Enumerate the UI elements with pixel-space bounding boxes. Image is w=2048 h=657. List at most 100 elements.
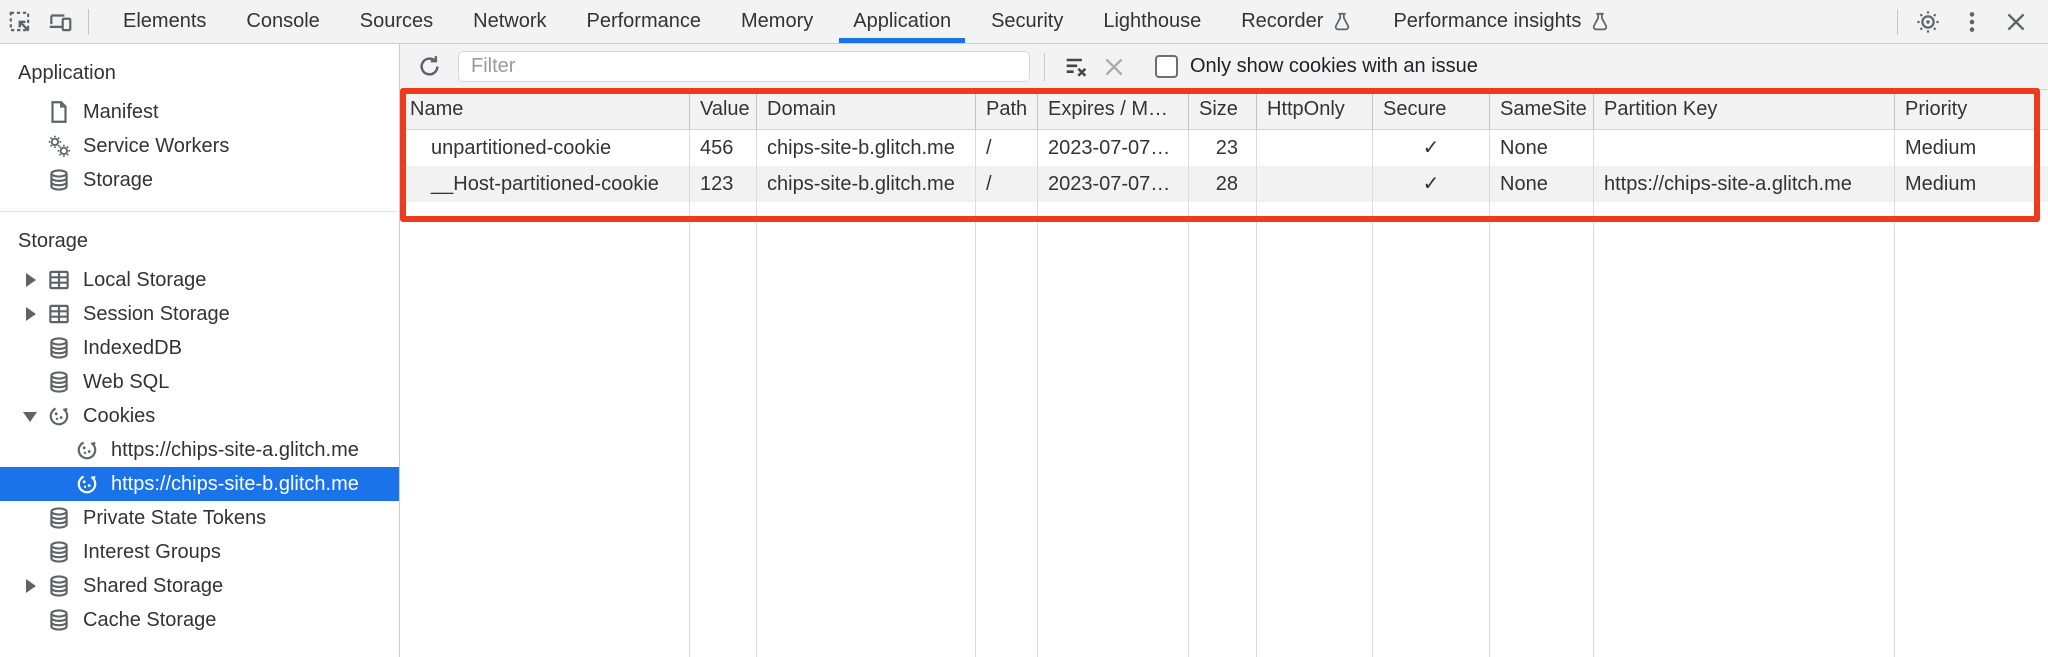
- tab-performance[interactable]: Performance: [567, 0, 722, 43]
- sidebar-item-service-workers[interactable]: Service Workers: [0, 129, 399, 163]
- cookie-row-2-secure[interactable]: ✓: [1373, 166, 1490, 202]
- sidebar-item-private-state-tokens[interactable]: Private State Tokens: [0, 501, 399, 535]
- cookie-row-2-size[interactable]: 28: [1189, 166, 1257, 202]
- database-icon: [46, 607, 72, 633]
- settings-gear-icon[interactable]: [1906, 4, 1950, 40]
- device-toolbar-icon[interactable]: [40, 4, 80, 40]
- table-empty-column: [1257, 202, 1373, 657]
- chevron-right-icon[interactable]: [26, 273, 36, 287]
- sidebar-item-cookies-chips-site-a[interactable]: https://chips-site-a.glitch.me: [0, 433, 399, 467]
- sidebar-item-label: Shared Storage: [83, 574, 224, 597]
- sidebar-item-indexeddb[interactable]: IndexedDB: [0, 331, 399, 365]
- tab-recorder[interactable]: Recorder: [1221, 0, 1373, 43]
- table-empty-column: [1373, 202, 1490, 657]
- tab-label: Performance insights: [1393, 10, 1582, 32]
- cookie-row-1-priority[interactable]: Medium: [1905, 137, 1977, 159]
- tabbar-right-controls: [1889, 4, 2038, 40]
- cookie-row-1-name[interactable]: unpartitioned-cookie: [400, 130, 690, 166]
- table-empty-column: [1490, 202, 1594, 657]
- cookie-table: Name Value Domain Path Expires / M… Size…: [400, 90, 2048, 657]
- column-header-secure[interactable]: Secure: [1373, 90, 1490, 130]
- cookie-row-2-value[interactable]: 123: [690, 166, 757, 202]
- cookie-row-1-secure[interactable]: ✓: [1373, 130, 1490, 166]
- column-header-domain[interactable]: Domain: [757, 90, 976, 130]
- table-empty-column: [400, 202, 690, 657]
- tab-network[interactable]: Network: [453, 0, 566, 43]
- cookie-row-2-priority[interactable]: Medium: [1895, 166, 2048, 202]
- database-icon: [46, 369, 72, 395]
- cookie-row-1-httponly[interactable]: [1257, 130, 1373, 166]
- column-header-value[interactable]: Value: [690, 90, 757, 130]
- chevron-right-icon[interactable]: [26, 307, 36, 321]
- chevron-down-icon[interactable]: [23, 412, 37, 422]
- cookie-row-2-expires[interactable]: 2023-07-07…: [1038, 166, 1189, 202]
- application-sidebar: Application Manifest Service Workers: [0, 44, 400, 657]
- tab-performance-insights[interactable]: Performance insights: [1373, 0, 1631, 43]
- column-header-expires[interactable]: Expires / M…: [1038, 90, 1189, 130]
- issues-only-label: Only show cookies with an issue: [1190, 55, 1478, 77]
- reload-icon[interactable]: [410, 48, 448, 86]
- sidebar-item-cache-storage[interactable]: Cache Storage: [0, 603, 399, 637]
- sidebar-item-cookies[interactable]: Cookies: [0, 399, 399, 433]
- table-empty-column: [757, 202, 976, 657]
- cookie-row-1-samesite[interactable]: None: [1490, 130, 1594, 166]
- tab-application[interactable]: Application: [833, 0, 971, 43]
- column-header-size[interactable]: Size: [1189, 90, 1257, 130]
- cookie-row-2-path[interactable]: /: [976, 166, 1038, 202]
- sidebar-item-label: Private State Tokens: [83, 506, 267, 529]
- column-header-partition-key[interactable]: Partition Key: [1594, 90, 1895, 130]
- tab-label: Elements: [123, 10, 207, 32]
- sidebar-item-manifest[interactable]: Manifest: [0, 95, 399, 129]
- sidebar-item-label: Cache Storage: [83, 608, 217, 631]
- cookie-row-2-partition-key[interactable]: https://chips-site-a.glitch.me: [1594, 166, 1895, 202]
- cookie-row-2-name[interactable]: __Host-partitioned-cookie: [400, 166, 690, 202]
- database-icon: [46, 539, 72, 565]
- cookie-row-1-path[interactable]: /: [976, 130, 1038, 166]
- more-options-icon[interactable]: [1950, 4, 1994, 40]
- filter-input[interactable]: [458, 51, 1030, 82]
- column-header-httponly[interactable]: HttpOnly: [1257, 90, 1373, 130]
- clear-filter-icon[interactable]: [1057, 48, 1095, 86]
- cookie-row-2-samesite[interactable]: None: [1490, 166, 1594, 202]
- tab-lighthouse[interactable]: Lighthouse: [1083, 0, 1221, 43]
- cookie-row-2-httponly[interactable]: [1257, 166, 1373, 202]
- sidebar-item-shared-storage[interactable]: Shared Storage: [0, 569, 399, 603]
- sidebar-item-cookies-chips-site-b[interactable]: https://chips-site-b.glitch.me: [0, 467, 399, 501]
- cookie-row-1-domain[interactable]: chips-site-b.glitch.me: [757, 130, 976, 166]
- sidebar-item-storage[interactable]: Storage: [0, 163, 399, 197]
- sidebar-item-web-sql[interactable]: Web SQL: [0, 365, 399, 399]
- tab-sources[interactable]: Sources: [340, 0, 453, 43]
- column-header-priority[interactable]: Priority: [1895, 90, 2048, 130]
- sidebar-item-session-storage[interactable]: Session Storage: [0, 297, 399, 331]
- inspect-icon[interactable]: [0, 4, 40, 40]
- sidebar-section-application: Application: [18, 62, 116, 84]
- tab-elements[interactable]: Elements: [103, 0, 226, 43]
- sidebar-section-storage: Storage: [18, 230, 89, 252]
- cookie-row-2-domain[interactable]: chips-site-b.glitch.me: [757, 166, 976, 202]
- cookie-row-1-value[interactable]: 456: [690, 130, 757, 166]
- cookie-row-1-partition-key[interactable]: [1594, 130, 1895, 166]
- sidebar-item-local-storage[interactable]: Local Storage: [0, 263, 399, 297]
- sidebar-item-interest-groups[interactable]: Interest Groups: [0, 535, 399, 569]
- table-icon: [46, 267, 72, 293]
- cookie-icon: [46, 403, 72, 429]
- column-header-samesite[interactable]: SameSite: [1490, 90, 1594, 130]
- sidebar-item-label: https://chips-site-b.glitch.me: [111, 472, 359, 495]
- close-icon[interactable]: [1994, 4, 2038, 40]
- tab-security[interactable]: Security: [971, 0, 1083, 43]
- column-header-path[interactable]: Path: [976, 90, 1038, 130]
- table-empty-column: [976, 202, 1038, 657]
- issues-only-checkbox[interactable]: [1155, 55, 1178, 78]
- chevron-right-icon[interactable]: [26, 579, 36, 593]
- tab-label: Security: [991, 10, 1064, 32]
- tab-console[interactable]: Console: [226, 0, 339, 43]
- tab-label: Memory: [741, 10, 814, 32]
- column-header-name[interactable]: Name: [400, 90, 690, 130]
- sidebar-item-label: Web SQL: [83, 370, 170, 393]
- tab-label: Application: [853, 10, 952, 32]
- table-empty-column: [1895, 202, 2048, 657]
- delete-icon[interactable]: [1095, 48, 1133, 86]
- tab-memory[interactable]: Memory: [721, 0, 833, 43]
- cookie-row-1-expires[interactable]: 2023-07-07…: [1038, 130, 1189, 166]
- cookie-row-1-size[interactable]: 23: [1189, 130, 1257, 166]
